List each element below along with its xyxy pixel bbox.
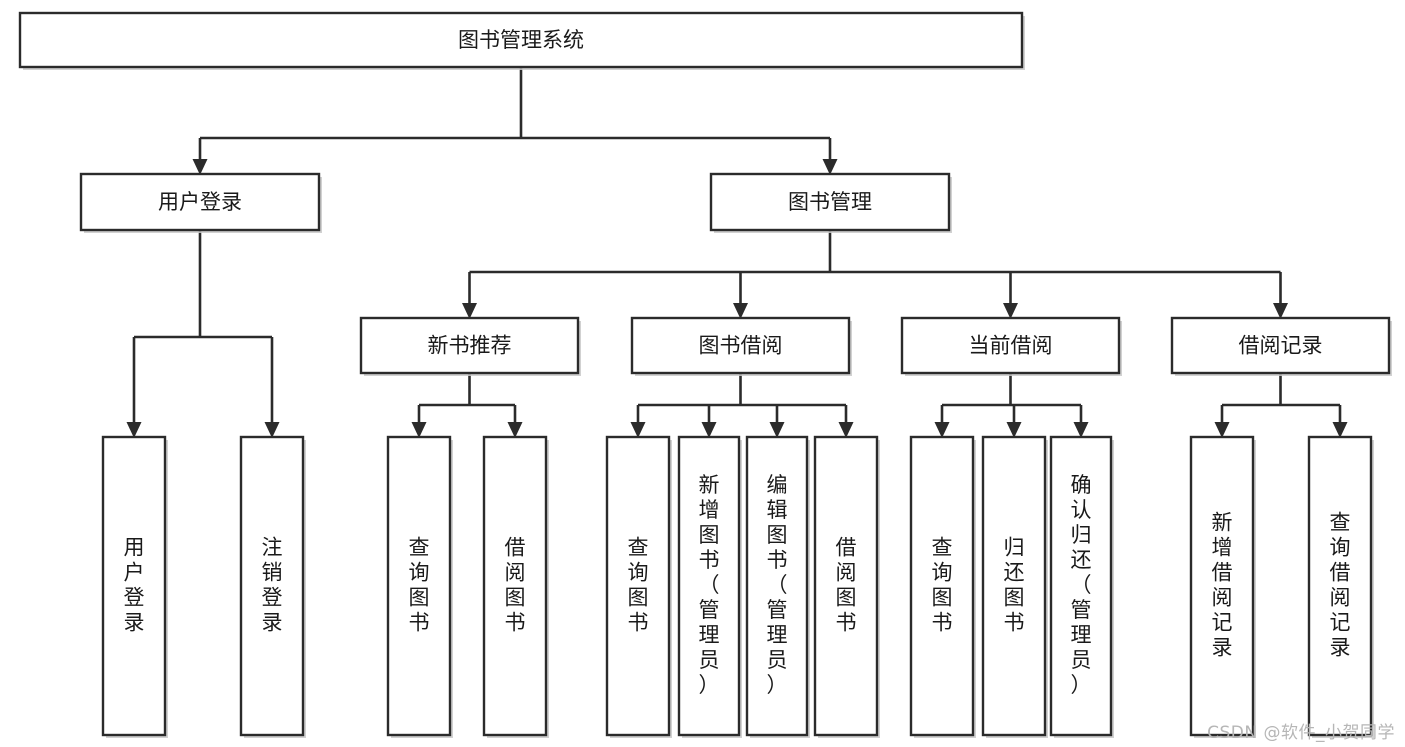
node-current[interactable]: 当前借阅 — [900, 316, 1122, 376]
node-rect[interactable] — [605, 435, 671, 737]
connector-group — [934, 373, 1089, 438]
node-rect[interactable] — [677, 435, 741, 737]
node-rect[interactable] — [482, 435, 548, 737]
node-label: 新增图书（管理员） — [699, 473, 720, 697]
node-l9[interactable]: 查询图书 — [909, 435, 976, 738]
connector-group — [1214, 373, 1348, 438]
node-rect[interactable] — [1189, 435, 1255, 737]
connector-group — [411, 373, 523, 438]
node-l3[interactable]: 查询图书 — [386, 435, 453, 738]
node-l6[interactable]: 新增图书（管理员） — [677, 435, 742, 738]
node-rect[interactable] — [981, 435, 1047, 737]
node-rect[interactable] — [900, 316, 1121, 375]
node-rect[interactable] — [1307, 435, 1373, 737]
node-label: 借阅图书 — [505, 536, 526, 635]
arrowhead-icon — [1214, 422, 1230, 438]
node-l7[interactable]: 编辑图书（管理员） — [745, 435, 810, 738]
arrowhead-icon — [630, 422, 646, 438]
node-l12[interactable]: 新增借阅记录 — [1189, 435, 1256, 738]
arrowhead-icon — [822, 159, 838, 175]
node-rect[interactable] — [101, 435, 167, 737]
node-rect[interactable] — [18, 11, 1024, 69]
arrowhead-icon — [264, 422, 280, 438]
arrowhead-icon — [838, 422, 854, 438]
node-label: 图书管理 — [788, 190, 872, 214]
node-l4[interactable]: 借阅图书 — [482, 435, 549, 738]
node-label: 用户登录 — [124, 536, 145, 635]
node-l10[interactable]: 归还图书 — [981, 435, 1048, 738]
node-rect[interactable] — [1170, 316, 1391, 375]
connector-group — [126, 230, 280, 438]
node-rect[interactable] — [239, 435, 305, 737]
node-newbook[interactable]: 新书推荐 — [359, 316, 581, 376]
node-label: 查询图书 — [409, 536, 430, 635]
node-root[interactable]: 图书管理系统 — [18, 11, 1025, 70]
node-label: 确认归还（管理员） — [1071, 473, 1092, 697]
node-label: 图书管理系统 — [458, 28, 584, 52]
arrowhead-icon — [769, 422, 785, 438]
node-label: 用户登录 — [158, 190, 242, 214]
node-label: 新增借阅记录 — [1212, 511, 1233, 660]
node-label: 借阅图书 — [836, 536, 857, 635]
node-layer: 图书管理系统用户登录图书管理新书推荐图书借阅当前借阅借阅记录用户登录注销登录查询… — [18, 11, 1392, 738]
arrowhead-icon — [1273, 303, 1288, 319]
connector-group — [630, 373, 854, 438]
arrowhead-icon — [126, 422, 142, 438]
node-label: 当前借阅 — [969, 334, 1053, 358]
arrowhead-icon — [192, 159, 208, 175]
arrowhead-icon — [1003, 303, 1018, 319]
node-rect[interactable] — [813, 435, 879, 737]
node-login[interactable]: 用户登录 — [79, 172, 322, 233]
node-rect[interactable] — [745, 435, 809, 737]
node-rect[interactable] — [386, 435, 452, 737]
node-label: 归还图书 — [1004, 536, 1025, 635]
watermark-label: CSDN @软件_小贺同学 — [1207, 723, 1395, 743]
node-l5[interactable]: 查询图书 — [605, 435, 672, 738]
node-l11[interactable]: 确认归还（管理员） — [1049, 435, 1114, 738]
node-label: 查询图书 — [932, 536, 953, 635]
arrowhead-icon — [934, 422, 950, 438]
node-records[interactable]: 借阅记录 — [1170, 316, 1392, 376]
node-label: 编辑图书（管理员） — [767, 473, 788, 697]
arrowhead-icon — [733, 303, 748, 319]
node-borrow[interactable]: 图书借阅 — [630, 316, 852, 376]
connector-layer — [126, 67, 1348, 438]
connector-group — [462, 230, 1288, 319]
arrowhead-icon — [1332, 422, 1348, 438]
arrowhead-icon — [507, 422, 523, 438]
node-label: 图书借阅 — [699, 334, 783, 358]
arrowhead-icon — [1006, 422, 1022, 438]
node-l2[interactable]: 注销登录 — [239, 435, 306, 738]
node-label: 注销登录 — [262, 536, 283, 635]
node-rect[interactable] — [359, 316, 580, 375]
node-label: 新书推荐 — [428, 334, 512, 358]
node-rect[interactable] — [1049, 435, 1113, 737]
arrowhead-icon — [701, 422, 717, 438]
node-rect[interactable] — [630, 316, 851, 375]
node-l8[interactable]: 借阅图书 — [813, 435, 880, 738]
node-rect[interactable] — [79, 172, 321, 232]
node-label: 查询图书 — [628, 536, 649, 635]
node-bookmgmt[interactable]: 图书管理 — [709, 172, 952, 233]
arrowhead-icon — [411, 422, 427, 438]
connector-group — [192, 67, 838, 175]
node-rect[interactable] — [709, 172, 951, 232]
node-rect[interactable] — [909, 435, 975, 737]
node-l1[interactable]: 用户登录 — [101, 435, 168, 738]
node-label: 查询借阅记录 — [1330, 511, 1351, 660]
arrowhead-icon — [462, 303, 477, 319]
node-label: 借阅记录 — [1239, 334, 1323, 358]
arrowhead-icon — [1073, 422, 1089, 438]
node-l13[interactable]: 查询借阅记录 — [1307, 435, 1374, 738]
